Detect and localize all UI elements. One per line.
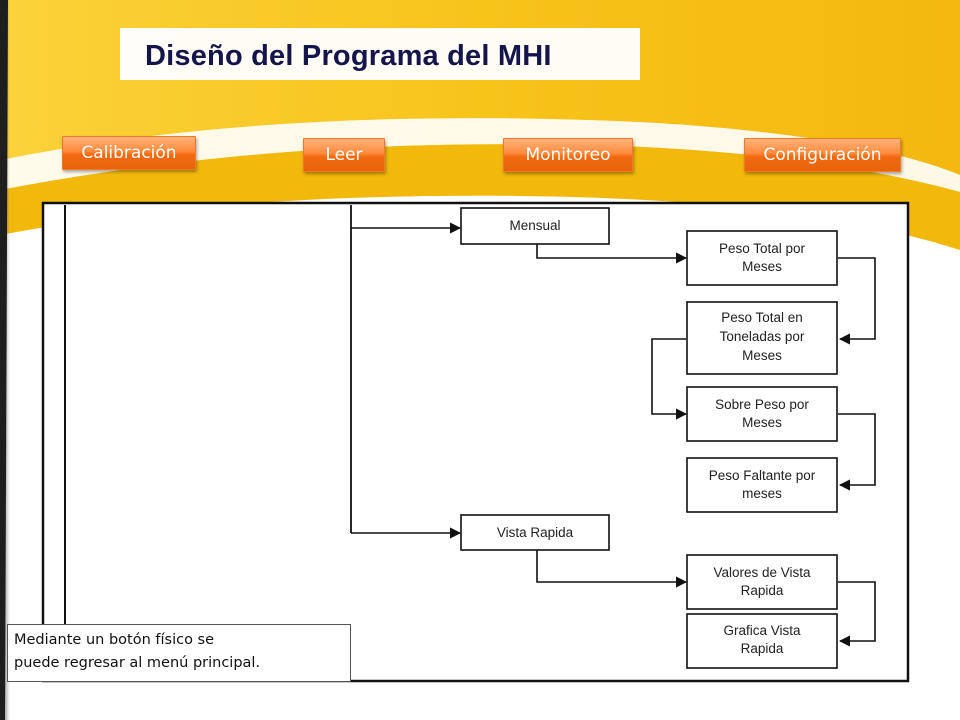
node-mensual-label: Mensual bbox=[509, 218, 560, 233]
node-peso-faltante-line2: meses bbox=[742, 486, 782, 501]
node-valores-line1: Valores de Vista bbox=[713, 565, 811, 580]
connector-vista-to-valores bbox=[536, 549, 688, 588]
node-mensual: Mensual bbox=[460, 207, 610, 245]
configuracion-button[interactable]: Configuración bbox=[744, 138, 901, 172]
node-grafica-line1: Grafica Vista bbox=[723, 623, 801, 638]
node-toneladas-line3: Meses bbox=[742, 348, 782, 363]
leer-button[interactable]: Leer bbox=[303, 138, 385, 172]
node-peso-faltante-line1: Peso Faltante por bbox=[709, 468, 816, 483]
calibracion-button[interactable]: Calibración bbox=[62, 136, 196, 170]
connector-peso-total-to-toneladas bbox=[838, 257, 876, 345]
node-valores-vista-rapida: Valores de Vista Rapida bbox=[686, 554, 838, 610]
connector-valores-to-grafica bbox=[838, 581, 876, 647]
connector-sobre-peso-to-faltante bbox=[838, 413, 876, 491]
note-line-2: puede regresar al menú principal. bbox=[14, 655, 261, 671]
monitoreo-button[interactable]: Monitoreo bbox=[503, 138, 633, 172]
node-vista-rapida: Vista Rapida bbox=[460, 514, 610, 551]
connector-mensual-to-peso-total bbox=[536, 244, 688, 264]
node-sobre-peso-line2: Meses bbox=[742, 415, 782, 430]
node-grafica-line2: Rapida bbox=[741, 641, 784, 656]
note-line-1: Mediante un botón físico se bbox=[14, 632, 215, 648]
node-toneladas-line1: Peso Total en bbox=[721, 310, 803, 325]
node-peso-faltante: Peso Faltante por meses bbox=[686, 457, 838, 513]
node-grafica-vista-rapida: Grafica Vista Rapida bbox=[686, 613, 838, 669]
node-peso-total-meses-line1: Peso Total por bbox=[719, 241, 806, 256]
node-sobre-peso: Sobre Peso por Meses bbox=[686, 386, 838, 442]
node-peso-total-meses-line2: Meses bbox=[742, 259, 782, 274]
node-peso-total-meses: Peso Total por Meses bbox=[686, 230, 838, 286]
connector-toneladas-to-sobre-peso bbox=[651, 338, 688, 420]
node-sobre-peso-line1: Sobre Peso por bbox=[715, 397, 809, 412]
node-peso-total-toneladas: Peso Total en Toneladas por Meses bbox=[686, 301, 838, 375]
slide-title: Diseño del Programa del MHI bbox=[145, 40, 552, 72]
node-valores-line2: Rapida bbox=[741, 583, 784, 598]
note-box: Mediante un botón físico se puede regres… bbox=[7, 624, 351, 682]
node-vista-rapida-label: Vista Rapida bbox=[497, 525, 574, 540]
node-toneladas-line2: Toneladas por bbox=[720, 329, 805, 344]
